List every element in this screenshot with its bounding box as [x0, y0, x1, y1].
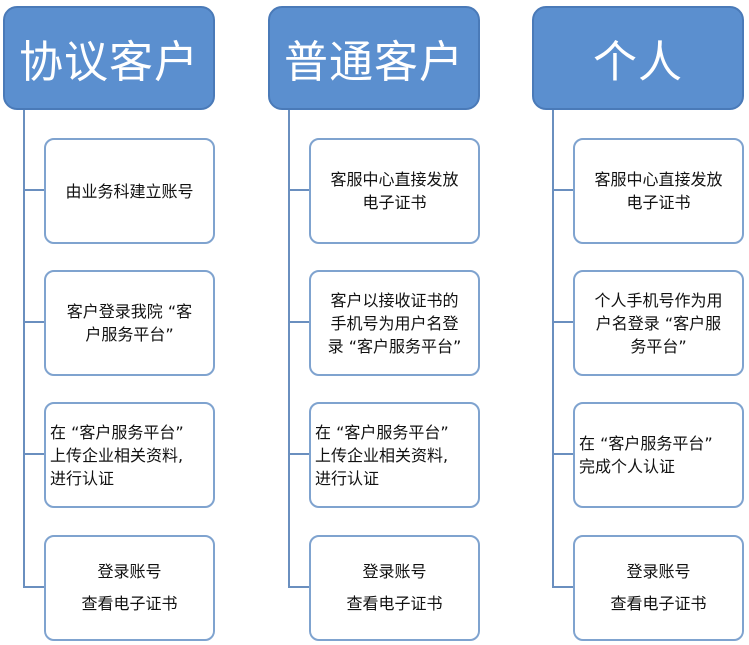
step-card-1: 由业务科建立账号: [44, 138, 215, 244]
step-card-1: 客服中心直接发放 电子证书: [309, 138, 480, 244]
step-connector: [552, 189, 574, 191]
step-connector: [288, 586, 310, 588]
step-text: 登录账号: [626, 562, 691, 581]
step-connector: [552, 586, 574, 588]
step-connector: [23, 586, 45, 588]
step-text: 电子证书: [362, 193, 427, 212]
step-connector: [288, 453, 310, 455]
step-connector: [552, 321, 574, 323]
step-text: 电子证书: [626, 193, 691, 212]
timeline-connector: [23, 110, 25, 587]
step-text: 在 “客户服务平台”: [315, 422, 449, 442]
step-text: 客服中心直接发放: [330, 170, 459, 189]
step-text: 客服中心直接发放: [594, 170, 723, 189]
step-text: 查看电子证书: [346, 594, 443, 613]
column-individual: 个人 客服中心直接发放 电子证书 个人手机号作为用 户名登录 “客户服 务平台”…: [532, 0, 749, 645]
column-header: 个人: [532, 6, 744, 110]
step-text: 进行认证: [315, 468, 380, 488]
step-card-2: 客户登录我院 “客 户服务平台”: [44, 270, 215, 376]
step-card-1: 客服中心直接发放 电子证书: [573, 138, 744, 244]
step-card-4: 登录账号 查看电子证书: [573, 535, 744, 641]
step-text: 查看电子证书: [81, 594, 178, 613]
step-connector: [288, 189, 310, 191]
step-text: 客户登录我院 “客: [66, 302, 193, 321]
step-text: 个人手机号作为用: [594, 290, 723, 310]
column-agreement-customer: 协议客户 由业务科建立账号 客户登录我院 “客 户服务平台” 在 “客户服务平台…: [3, 0, 223, 645]
step-connector: [552, 453, 574, 455]
step-text: 务平台”: [630, 336, 687, 356]
step-text: 完成个人认证: [579, 457, 676, 476]
step-text: 客户以接收证书的: [330, 290, 459, 310]
column-header: 普通客户: [268, 6, 480, 110]
step-text: 在 “客户服务平台”: [579, 434, 713, 453]
timeline-connector: [552, 110, 554, 587]
column-regular-customer: 普通客户 客服中心直接发放 电子证书 客户以接收证书的 手机号为用户名登 录 “…: [268, 0, 488, 645]
step-card-4: 登录账号 查看电子证书: [44, 535, 215, 641]
step-text: 登录账号: [362, 562, 427, 581]
step-text: 进行认证: [50, 468, 115, 488]
step-connector: [23, 321, 45, 323]
step-card-3: 在 “客户服务平台” 完成个人认证: [573, 402, 744, 508]
step-card-4: 登录账号 查看电子证书: [309, 535, 480, 641]
step-connector: [23, 189, 45, 191]
step-text: 查看电子证书: [610, 594, 707, 613]
step-text: 录 “客户服务平台”: [327, 336, 462, 356]
step-text: 在 “客户服务平台”: [50, 422, 184, 442]
step-card-3: 在 “客户服务平台” 上传企业相关资料, 进行认证: [309, 402, 480, 508]
timeline-connector: [288, 110, 290, 587]
step-card-3: 在 “客户服务平台” 上传企业相关资料, 进行认证: [44, 402, 215, 508]
step-text: 户名登录 “客户服: [595, 313, 722, 333]
step-connector: [288, 321, 310, 323]
step-text: 上传企业相关资料,: [315, 445, 449, 465]
column-header: 协议客户: [3, 6, 215, 110]
step-text: 由业务科建立账号: [65, 181, 194, 201]
step-connector: [23, 453, 45, 455]
step-text: 手机号为用户名登: [330, 313, 459, 333]
step-text: 登录账号: [97, 562, 162, 581]
step-card-2: 客户以接收证书的 手机号为用户名登 录 “客户服务平台”: [309, 270, 480, 376]
step-text: 上传企业相关资料,: [50, 445, 184, 465]
step-card-2: 个人手机号作为用 户名登录 “客户服 务平台”: [573, 270, 744, 376]
step-text: 户服务平台”: [85, 325, 174, 344]
